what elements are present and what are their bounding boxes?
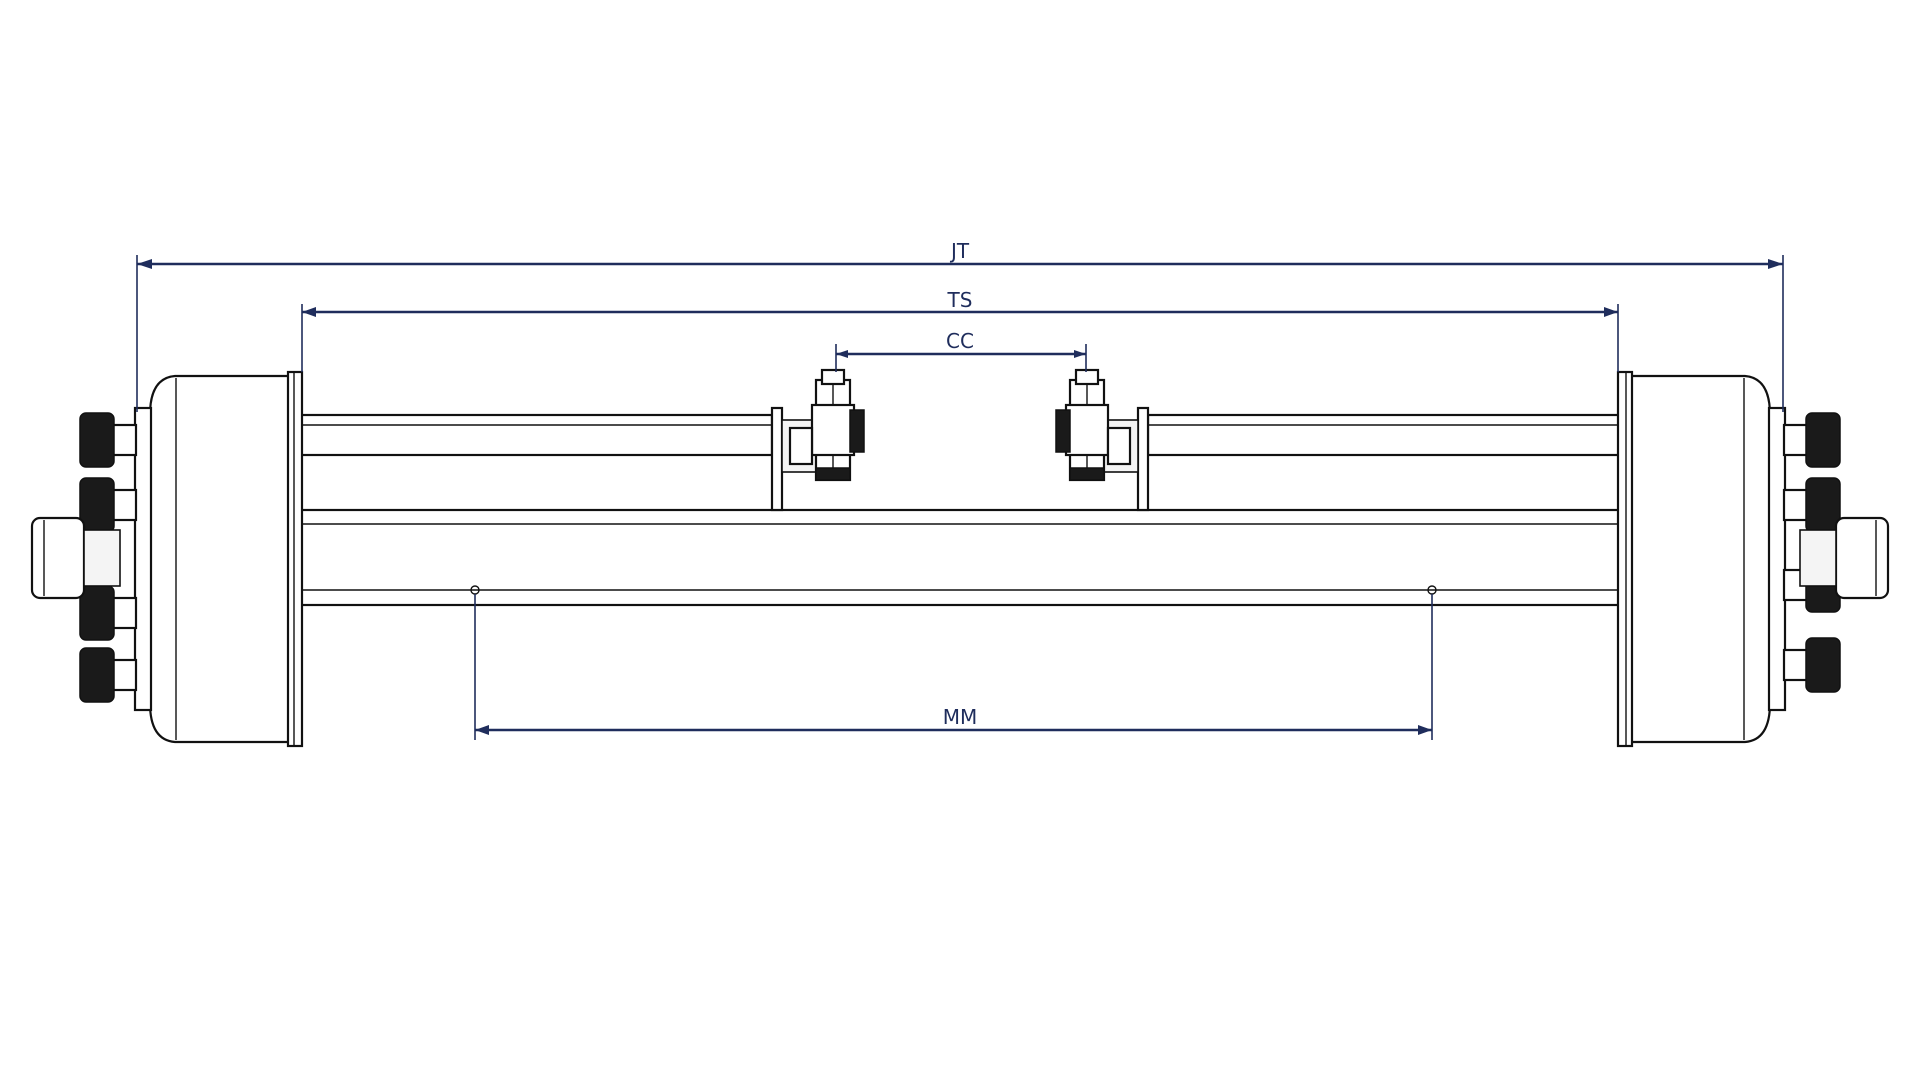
dimension-cc: CC <box>835 329 1087 372</box>
hub-drum-right <box>1616 370 1890 748</box>
hub-drum-left <box>30 370 304 748</box>
camshaft-bracket-left <box>770 368 865 512</box>
axle-beam-assembly <box>298 413 1622 607</box>
dimension-label-cc: CC <box>946 329 974 353</box>
hub-cap-right <box>1834 516 1890 600</box>
hub-cap-left <box>30 516 86 600</box>
dimension-label-mm: MM <box>943 705 978 729</box>
dimension-jt: JT <box>136 239 1784 412</box>
dimension-ts: TS <box>301 288 1619 372</box>
wheel-studs-left <box>79 412 138 703</box>
camshaft-bracket-right <box>1055 368 1150 512</box>
dimension-label-jt: JT <box>949 239 970 263</box>
dimension-mm: MM <box>474 594 1433 740</box>
upper-rail-right <box>1146 413 1622 457</box>
dimension-label-ts: TS <box>947 288 973 312</box>
upper-rail-left <box>298 413 774 457</box>
